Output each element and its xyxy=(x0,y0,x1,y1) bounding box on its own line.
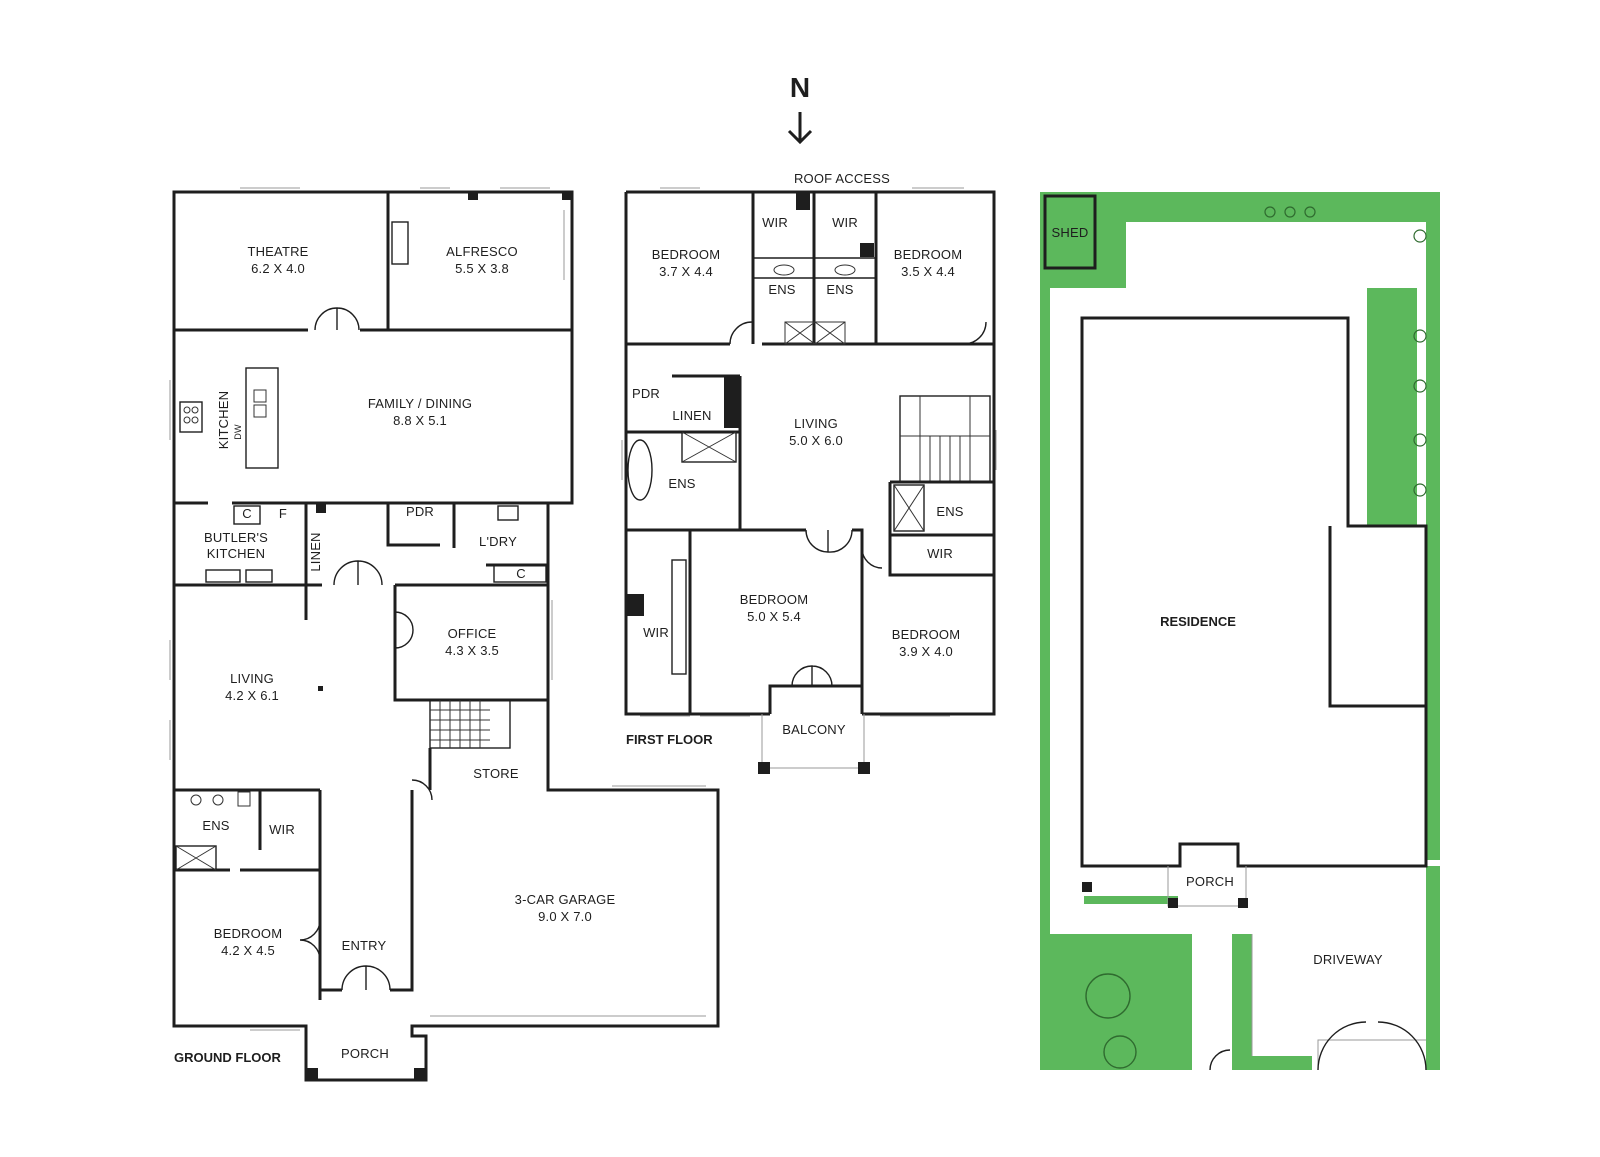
ff-bedroom-ne-dims: 3.5 X 4.4 xyxy=(901,264,955,279)
ff-wir3: WIR xyxy=(927,546,953,561)
room-wir: WIR xyxy=(269,822,295,837)
ff-bedroom-nw-name: BEDROOM xyxy=(652,247,721,262)
ff-ens1: ENS xyxy=(768,282,795,297)
room-bedroom-dims: 4.2 X 4.5 xyxy=(221,943,275,958)
first-floor-plan: ROOF ACCESS xyxy=(621,171,997,774)
north-label: N xyxy=(790,72,810,103)
room-family-dining-name: FAMILY / DINING xyxy=(368,396,472,411)
lawn-front xyxy=(1050,934,1192,1070)
ff-ens2: ENS xyxy=(826,282,853,297)
first-floor-caption: FIRST FLOOR xyxy=(626,732,713,747)
ff-ens4: ENS xyxy=(936,504,963,519)
stairs xyxy=(429,699,511,749)
kitchen-island xyxy=(245,367,279,469)
ff-bedroom-main-name: BEDROOM xyxy=(740,592,809,607)
ff-living-dims: 5.0 X 6.0 xyxy=(789,433,843,448)
ff-bedroom-main-dims: 5.0 X 5.4 xyxy=(747,609,801,624)
shrub-icon xyxy=(1413,433,1427,447)
shed xyxy=(1043,194,1097,270)
north-arrow: N xyxy=(787,72,813,145)
tree-icon xyxy=(1103,1035,1137,1069)
ff-bedroom-nw-dims: 3.7 X 4.4 xyxy=(659,264,713,279)
room-c1: C xyxy=(242,506,252,521)
room-store: STORE xyxy=(473,766,519,781)
ff-wir1: WIR xyxy=(762,215,788,230)
room-pdr: PDR xyxy=(406,504,434,519)
room-linen: LINEN xyxy=(308,532,323,571)
room-c2: C xyxy=(516,566,526,581)
shrub-icon xyxy=(1413,329,1427,343)
room-f: F xyxy=(279,506,287,521)
room-theatre-dims: 6.2 X 4.0 xyxy=(251,261,305,276)
site-shed: SHED xyxy=(1052,225,1089,240)
ground-floor-plan: THEATRE 6.2 X 4.0 ALFRESCO 5.5 X 3.8 FAM… xyxy=(169,187,720,1082)
first-floor-stairs xyxy=(899,395,991,483)
room-butlers-kitchen-line2: KITCHEN xyxy=(207,546,265,561)
room-office-dims: 4.3 X 3.5 xyxy=(445,643,499,658)
room-living-dims: 4.2 X 6.1 xyxy=(225,688,279,703)
shrub-icon xyxy=(1304,206,1316,218)
residence-outline xyxy=(1080,316,1428,868)
ff-pdr: PDR xyxy=(632,386,660,401)
shrub-icon xyxy=(1264,206,1276,218)
room-porch: PORCH xyxy=(341,1046,389,1061)
ff-bedroom-se-dims: 3.9 X 4.0 xyxy=(899,644,953,659)
room-ens: ENS xyxy=(202,818,229,833)
room-theatre-name: THEATRE xyxy=(247,244,308,259)
room-butlers-kitchen-line1: BUTLER'S xyxy=(204,530,268,545)
ff-wir4: WIR xyxy=(643,625,669,640)
room-bedroom-name: BEDROOM xyxy=(214,926,283,941)
shrub-icon xyxy=(1413,483,1427,497)
room-family-dining-dims: 8.8 X 5.1 xyxy=(393,413,447,428)
site-plan: SHED RESIDENCE PORCH DRIVEWAY xyxy=(1040,192,1440,1071)
room-kitchen-name: KITCHEN xyxy=(216,391,231,449)
room-garage-dims: 9.0 X 7.0 xyxy=(538,909,592,924)
ff-ens3: ENS xyxy=(668,476,695,491)
room-kitchen-dw: DW xyxy=(233,424,243,440)
lawn-north xyxy=(1040,192,1440,860)
room-entry: ENTRY xyxy=(342,938,387,953)
room-office-name: OFFICE xyxy=(448,626,497,641)
room-alfresco-name: ALFRESCO xyxy=(446,244,518,259)
ff-bedroom-se-name: BEDROOM xyxy=(892,627,961,642)
room-living-name: LIVING xyxy=(230,671,274,686)
shrub-icon xyxy=(1284,206,1296,218)
ground-floor-outline xyxy=(172,190,720,1082)
ff-balcony: BALCONY xyxy=(782,722,846,737)
ff-bedroom-ne-name: BEDROOM xyxy=(894,247,963,262)
site-driveway: DRIVEWAY xyxy=(1313,952,1383,967)
room-garage-name: 3-CAR GARAGE xyxy=(515,892,616,907)
roof-access-label: ROOF ACCESS xyxy=(794,171,890,186)
ff-linen: LINEN xyxy=(672,408,711,423)
ff-wir2: WIR xyxy=(832,215,858,230)
shrub-icon xyxy=(1413,379,1427,393)
north-arrow-icon xyxy=(787,112,813,145)
site-porch: PORCH xyxy=(1186,874,1234,889)
room-laundry: L'DRY xyxy=(479,534,517,549)
shrub-icon xyxy=(1413,229,1427,243)
tree-icon xyxy=(1085,973,1131,1019)
room-alfresco-dims: 5.5 X 3.8 xyxy=(455,261,509,276)
site-residence: RESIDENCE xyxy=(1160,614,1236,629)
ground-floor-caption: GROUND FLOOR xyxy=(174,1050,281,1065)
ff-living-name: LIVING xyxy=(794,416,838,431)
